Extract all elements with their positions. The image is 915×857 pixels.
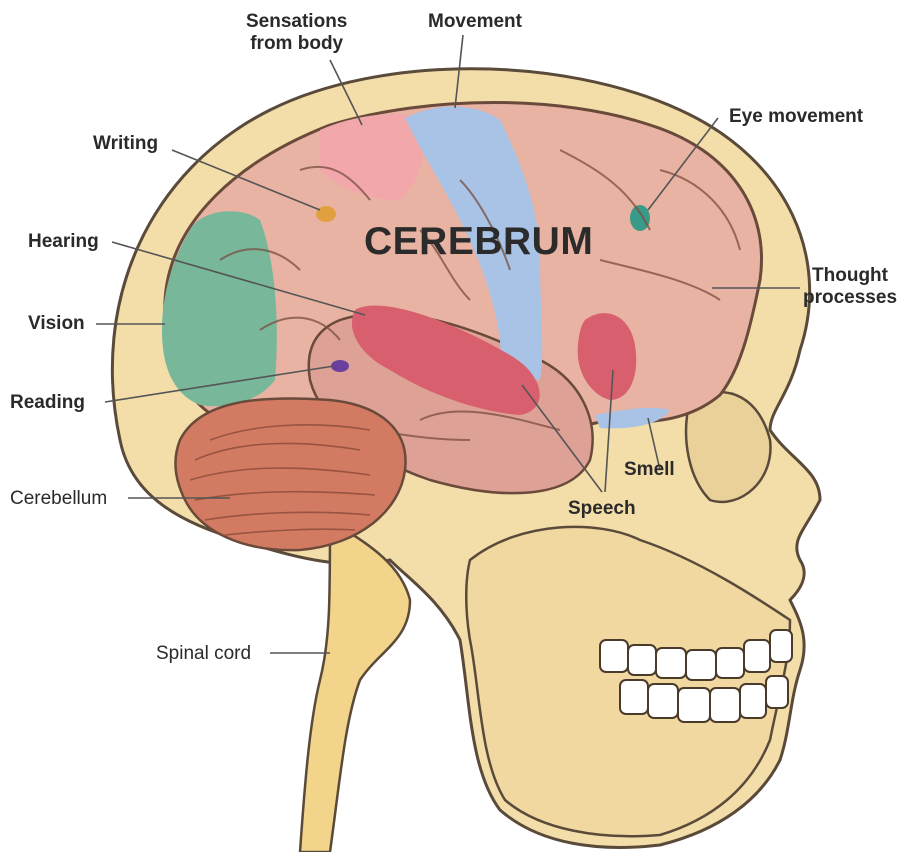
writing-spot bbox=[316, 206, 336, 222]
label-smell: Smell bbox=[624, 459, 675, 481]
cerebrum-title: CEREBRUM bbox=[364, 220, 593, 265]
label-spinal-cord: Spinal cord bbox=[156, 643, 251, 665]
label-writing: Writing bbox=[93, 133, 158, 155]
eye-movement-spot bbox=[630, 205, 650, 231]
spinal-cord bbox=[300, 520, 410, 852]
label-reading: Reading bbox=[10, 392, 85, 414]
label-eye-movement: Eye movement bbox=[729, 106, 863, 128]
label-movement: Movement bbox=[428, 11, 522, 33]
label-sensations: Sensations from body bbox=[246, 11, 347, 55]
label-hearing: Hearing bbox=[28, 231, 99, 253]
label-speech: Speech bbox=[568, 498, 636, 520]
label-vision: Vision bbox=[28, 313, 85, 335]
label-thought-processes: Thought processes bbox=[803, 265, 897, 309]
label-cerebellum: Cerebellum bbox=[10, 488, 107, 510]
